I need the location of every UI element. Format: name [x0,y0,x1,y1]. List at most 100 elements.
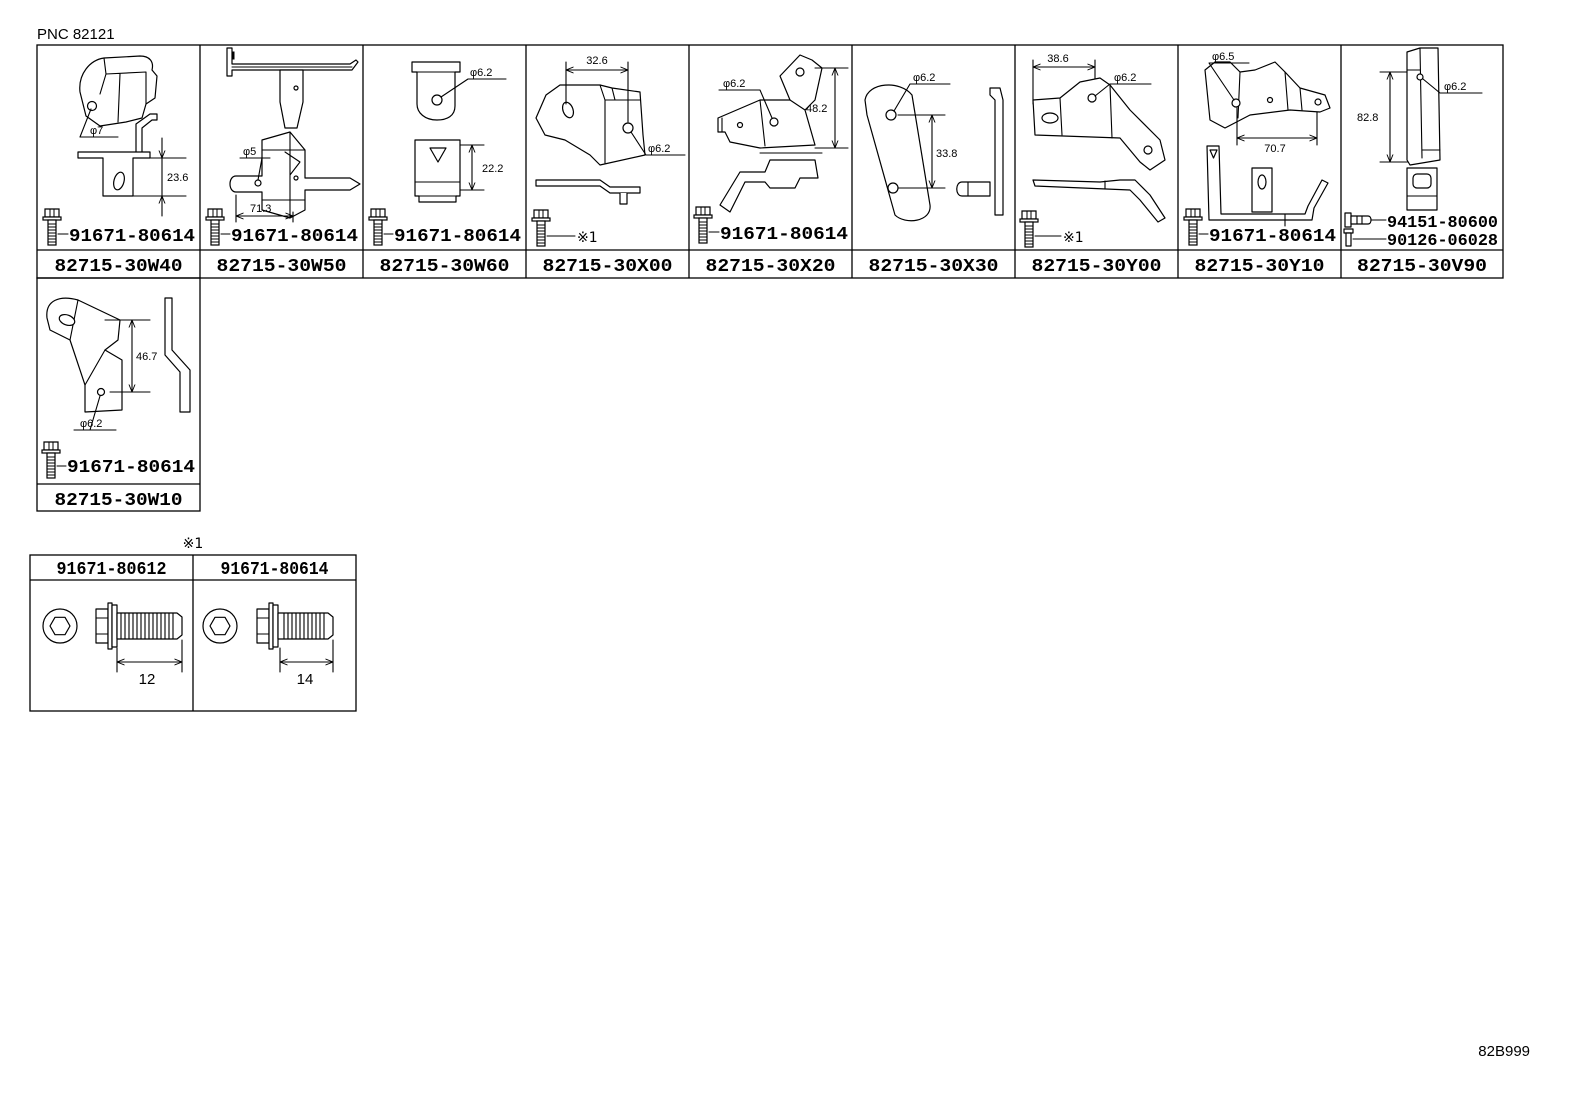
hole-leader [718,89,773,119]
cell-82715-30X20: φ6.2 48.2 91671-80614 [693,54,849,245]
bracket-side-view [77,151,151,197]
slot-hole [1257,174,1267,190]
part-number: 82715-30W40 [55,257,183,277]
cell-82715-30V90: 82.8 φ6.2 94151-80600 90126-06028 [1343,47,1498,251]
grid-frame [36,277,201,512]
bolt-reference-mark: ※1 [1063,230,1084,246]
hole-leader [1422,78,1483,94]
hole-diameter: φ5 [243,146,256,158]
hole-diameter: φ6.2 [1114,72,1136,84]
slot-hole [58,313,76,327]
mounting-hole [254,179,262,187]
part-number: 82715-30W10 [55,491,183,511]
bracket-side-view [719,159,819,213]
part-number: 82715-30Y00 [1032,257,1162,277]
bolt-12-drawing: 12 [42,602,183,688]
plate-bracket [864,84,931,222]
part-number: 82715-30W50 [217,257,347,277]
bracket-bend-strip [135,113,158,157]
width-dimension: 70.7 [1264,143,1285,155]
bolt-threads [120,612,174,640]
bolt-part-number: 91671-80614 [69,227,195,247]
part-number: 82715-30V90 [1357,257,1487,277]
hole-leader [73,395,117,431]
triangle-hole [429,147,447,163]
mounting-hole [622,122,634,134]
bolt-part-number: 91671-80614 [394,227,521,247]
height-dimension: 23.6 [167,172,188,184]
part-number: 82715-30W60 [380,257,510,277]
height-dimension: 22.2 [482,163,503,175]
cell-82715-30Y00: 38.6 φ6.2 ※1 [1019,53,1166,248]
bolt-icon [1343,228,1354,247]
hole-leader [1094,83,1152,97]
hole-leader [1208,62,1250,101]
cell-82715-30W40: φ7 23.6 91671-80614 [42,55,195,247]
bolt-washer [111,604,118,648]
part-number: 82715-30X00 [543,257,673,277]
bolt-hex-head [95,608,109,644]
hex-faces [95,617,109,635]
mounting-hole [431,94,443,106]
bracket-drop [279,69,304,129]
bracket-side-view [164,297,191,413]
bracket-side-view [535,179,641,194]
hole-diameter: φ6.2 [723,78,745,90]
mounting-hole [885,109,897,121]
bolt-reference-table: ※1 91671-80612 91671-80614 12 [29,536,357,712]
table-header-part-number: 91671-80612 [57,560,167,580]
pnc-label: PNC 82121 [37,26,115,43]
clip-hole [1412,173,1432,189]
cell-82715-30X30: φ6.2 33.8 [864,72,1004,222]
bolt-threads [283,612,325,640]
bracket-top-view [79,55,158,127]
small-hole [293,175,299,181]
width-dimension: 38.6 [1047,53,1068,65]
hole-leader [79,108,119,138]
bolt-icon [693,206,713,244]
stud-part-number: 94151-80600 [1387,214,1498,233]
slot-hole [561,101,575,119]
hex-faces [256,617,270,635]
bracket-fold-lines [1406,47,1441,159]
width-dimension: 71.3 [250,203,271,215]
triangle-mark [1209,149,1218,159]
bracket-tab [619,193,628,205]
bracket-top-view [411,61,461,121]
bolt-icon [1019,210,1039,248]
part-number: 82715-30X20 [706,257,836,277]
lower-hole [887,182,899,194]
bolt-length: 14 [297,671,314,688]
bracket-fold-lines [414,181,461,197]
mounting-hole [769,117,779,127]
hole-diameter: φ6.2 [913,72,935,84]
bolt-hex-head [256,608,270,644]
slot-hole [113,171,125,191]
slot-hole [1041,112,1059,124]
bracket-fold-lines [599,84,641,164]
table-dividers [30,555,356,711]
hole-diameter: φ6.2 [648,143,670,155]
small-hole [293,85,299,91]
bracket-tall [1406,47,1441,166]
small-hole [1266,96,1274,104]
mounting-hole [96,387,106,397]
bolt-shank [1345,232,1352,247]
bolt-washer [272,604,279,648]
stud-threads [1356,215,1363,225]
bracket-fold-lines [1059,84,1113,139]
cell-82715-30W60: φ6.2 22.2 91671-80614 [368,61,521,247]
bolt-part-number: 91671-80614 [1209,227,1336,247]
bracket-top-view [1032,77,1166,171]
bolt-14-drawing: 14 [202,602,334,688]
bracket-fold-lines [261,131,306,219]
bracket-fold-lines [1237,71,1303,119]
hole-leader [440,78,507,98]
stud-pin [956,181,991,197]
bracket-side-view [1206,145,1329,221]
width-dimension: 32.6 [586,55,607,67]
table-header-part-number: 91671-80614 [221,560,329,580]
bolt-icon [42,208,62,246]
hole-diameter: φ6.2 [80,418,102,430]
